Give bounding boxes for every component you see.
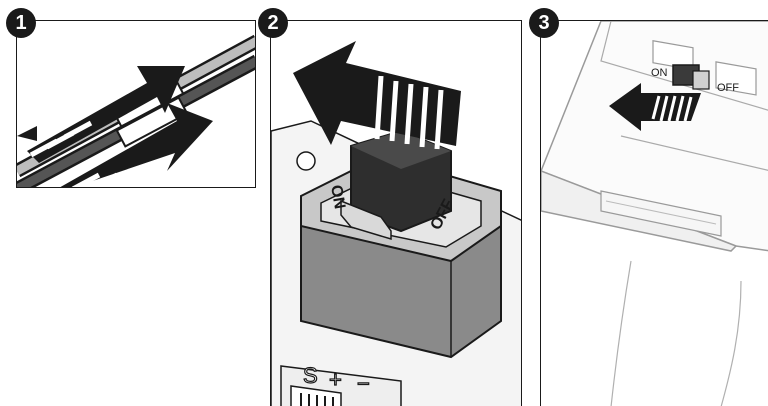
step-3-number: 3	[538, 11, 550, 34]
step-2-number: 2	[267, 11, 279, 34]
connector-label-s: S	[303, 363, 318, 388]
cable-connect-illustration	[17, 34, 255, 187]
step-1-badge: 1	[6, 8, 36, 38]
device-slide-arrow	[609, 83, 701, 131]
device-off-label: OFF	[717, 82, 739, 94]
step-2-badge: 2	[258, 8, 288, 38]
device-switch-illustration: ON OFF	[541, 21, 768, 406]
on-label: ON	[327, 184, 348, 211]
step-3-badge: 3	[529, 8, 559, 38]
mounting-hole	[296, 151, 316, 171]
step-3-panel: ON OFF	[540, 20, 768, 406]
device-body	[541, 21, 768, 406]
pin-connector	[280, 365, 402, 406]
connector-label-minus: −	[357, 371, 370, 396]
step-1-panel	[16, 20, 256, 188]
step-1-number: 1	[15, 11, 27, 34]
push-arrow-lower	[60, 103, 213, 187]
slide-switch	[340, 129, 452, 241]
slide-direction-arrow	[293, 41, 461, 150]
device-on-label: ON	[651, 67, 668, 79]
connector-label-plus: +	[329, 367, 342, 392]
switch-module-illustration: ON OFF S + −	[271, 41, 521, 406]
push-arrow-upper	[17, 66, 185, 163]
step-2-panel: ON OFF S + −	[270, 20, 522, 406]
device-slide-switch	[672, 64, 710, 90]
